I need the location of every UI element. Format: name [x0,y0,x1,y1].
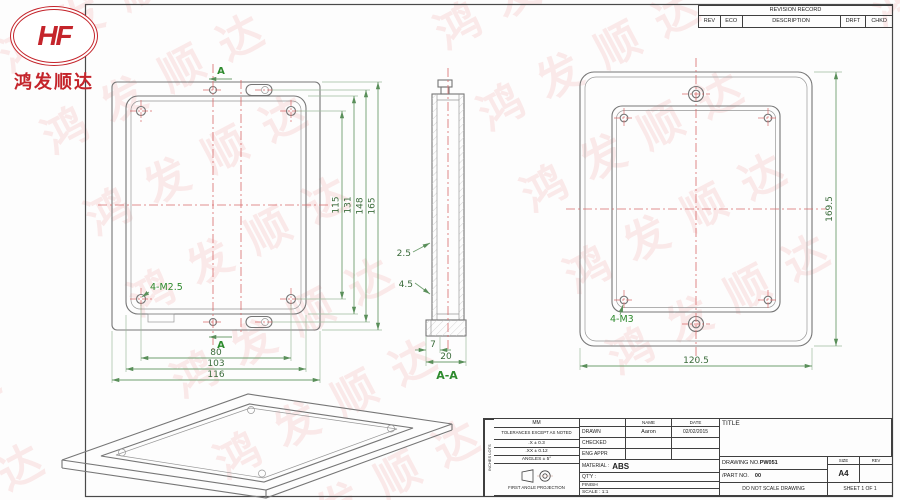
scale-cell: SCALE : 1:1 [580,489,720,496]
front-view: A A 4-M2.5 115 131 148 165 80 103 116 [98,64,382,383]
do-not-scale-cell: DO NOT SCALE DRAWING [720,483,828,496]
units-cell: MM [494,419,580,428]
boss-hole [247,406,255,414]
thread-note-back: 4-M3 [610,314,634,325]
projection-cell: FIRST ANGLE PROJECTION [494,464,580,496]
material-label: MATERIAL : [582,463,610,469]
revision-col-eco: ECO [721,16,743,27]
part-no-label: /PART NO. [722,473,749,479]
qty-cell: QT'Y : [580,473,720,482]
dim-116-label: 116 [207,370,224,380]
revision-table-title: REVISION RECORD [699,6,892,16]
checked-name-cell [626,438,672,449]
boss-hole [387,424,395,433]
finish-cell: FINISH [580,482,720,489]
checked-label: CHECKED [580,438,626,449]
logo-oval-icon: HF [10,6,98,66]
tolerance-row: .XX ± 0.12 [494,448,580,456]
dim-165-label: 165 [368,197,378,214]
revision-col-drft: DRFT [841,16,867,27]
name-header: NAME [626,419,672,427]
revision-col-chkd: CHKD [871,18,887,24]
thread-note-front: 4-M2.5 [150,282,183,293]
section-marker-top: A [217,66,225,77]
material-value: ABS [612,461,630,471]
hole-centermarks [614,93,778,325]
revision-col-description: DESCRIPTION [743,16,841,27]
tolerance-note: TOLERANCES EXCEPT AS NOTED [494,428,580,440]
boss-hole [258,469,266,478]
dim-148-label: 148 [356,197,366,214]
dim-80-label: 80 [210,348,222,358]
boss-hole [118,448,126,457]
drawn-date: 02/02/2015 [672,427,720,438]
drawing-no-cell: DRAWING NO. PW051 [720,457,828,470]
eng-appr-name-cell [626,449,672,460]
isometric-view [61,393,453,499]
dim-7-label: 7 [430,340,436,350]
drawn-label: DRAWN [580,427,626,438]
dim-169-5-label: 169.5 [825,196,835,222]
size-header: SIZE [828,457,860,465]
revision-table: REVISION RECORD REV ECO DESCRIPTION DRFT… [698,5,893,28]
rev-header: REV [860,457,892,465]
drawing-no-value: PW051 [759,460,778,466]
rev-value-cell [860,465,892,483]
revision-table-header-row: REV ECO DESCRIPTION DRFT CHKD [699,16,892,27]
dim-2-5-label: 2.5 [397,249,411,259]
hole-centermarks [130,89,302,323]
eng-appr-date-cell [672,449,720,460]
section-view-a-a: 2.5 4.5 7 20 A-A [397,68,467,382]
first-angle-projection-icon [521,469,553,483]
title-cell: TITLE [720,419,892,457]
revision-col-rev: REV [699,16,721,27]
tolerance-row: ANGLES ± 5° [494,456,580,464]
company-name: 鸿发顺达 [14,72,94,92]
logo-monogram: HF [37,20,72,51]
dim-20-label: 20 [440,352,452,362]
company-logo: HF 鸿发顺达 [10,6,98,94]
title-block-side-note: INCHES LOTS [484,419,494,496]
section-label: A-A [436,369,458,382]
drawing-no-label: DRAWING NO. [722,460,760,466]
date-header: DATE [672,419,720,427]
section-marker-bottom: A [217,340,225,351]
size-value: A4 [828,465,860,483]
drawn-name: Aaron [626,427,672,438]
back-view: 4-M3 169.5 120.5 [566,58,842,370]
sheet-cell: SHEET 1 OF 1 [828,483,892,496]
dim-120-5-label: 120.5 [683,356,709,366]
projection-label: FIRST ANGLE PROJECTION [508,485,565,490]
dim-115-label: 115 [332,196,342,213]
dim-4-5-label: 4.5 [399,280,413,290]
connector-cutout [147,313,175,323]
dim-131-label: 131 [344,196,354,213]
part-no-cell: /PART NO. 00 [720,470,828,483]
tolerance-row: .X ± 0.3 [494,440,580,448]
dim-103-label: 103 [207,359,224,369]
checked-date-cell [672,438,720,449]
title-block: INCHES LOTS MM TOLERANCES EXCEPT AS NOTE… [483,418,893,497]
empty-header-cell [580,419,626,427]
part-no-value: 00 [754,473,762,479]
material-cell: MATERIAL : ABS [580,460,720,473]
eng-appr-label: ENG APPR [580,449,626,460]
